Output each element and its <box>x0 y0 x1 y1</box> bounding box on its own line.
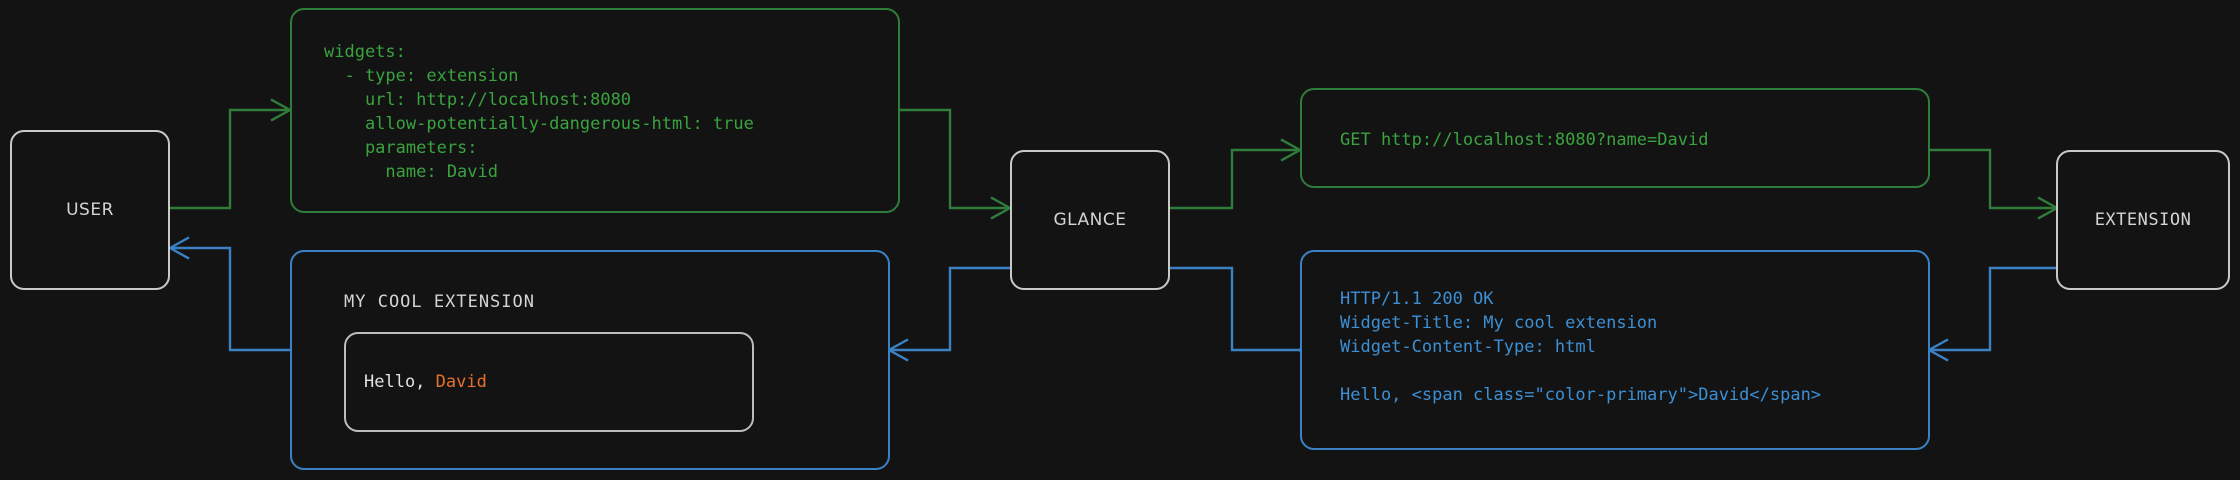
card-widget: MY COOL EXTENSION Hello, David <box>290 250 890 470</box>
edge-request-to-extension <box>1927 148 2060 220</box>
card-config: widgets: - type: extension url: http://l… <box>290 8 900 213</box>
card-request: GET http://localhost:8080?name=David <box>1300 88 1930 188</box>
node-glance-label: GLANCE <box>1053 210 1127 230</box>
edge-glance-to-widget <box>886 266 1011 362</box>
edge-extension-to-response <box>1926 266 2058 362</box>
card-response: HTTP/1.1 200 OK Widget-Title: My cool ex… <box>1300 250 1930 450</box>
node-user-label: USER <box>66 200 114 220</box>
edge-user-to-config <box>168 98 293 210</box>
config-code: widgets: - type: extension url: http://l… <box>324 42 754 182</box>
widget-title: MY COOL EXTENSION <box>344 292 535 312</box>
widget-body-accent: David <box>435 372 487 392</box>
edge-widget-to-user <box>167 236 291 352</box>
node-extension[interactable]: EXTENSION <box>2056 150 2230 290</box>
node-glance[interactable]: GLANCE <box>1010 150 1170 290</box>
edge-config-to-glance <box>897 108 1013 220</box>
response-code: HTTP/1.1 200 OK Widget-Title: My cool ex… <box>1340 289 1822 405</box>
edge-glance-to-request <box>1168 138 1303 210</box>
edge-response-to-glance <box>1168 266 1319 362</box>
request-code: GET http://localhost:8080?name=David <box>1340 130 1709 150</box>
node-extension-label: EXTENSION <box>2094 210 2192 230</box>
widget-body-panel: Hello, David <box>344 332 754 432</box>
node-user[interactable]: USER <box>10 130 170 290</box>
widget-body-text: Hello, David <box>364 372 487 392</box>
widget-body-prefix: Hello, <box>364 372 436 392</box>
